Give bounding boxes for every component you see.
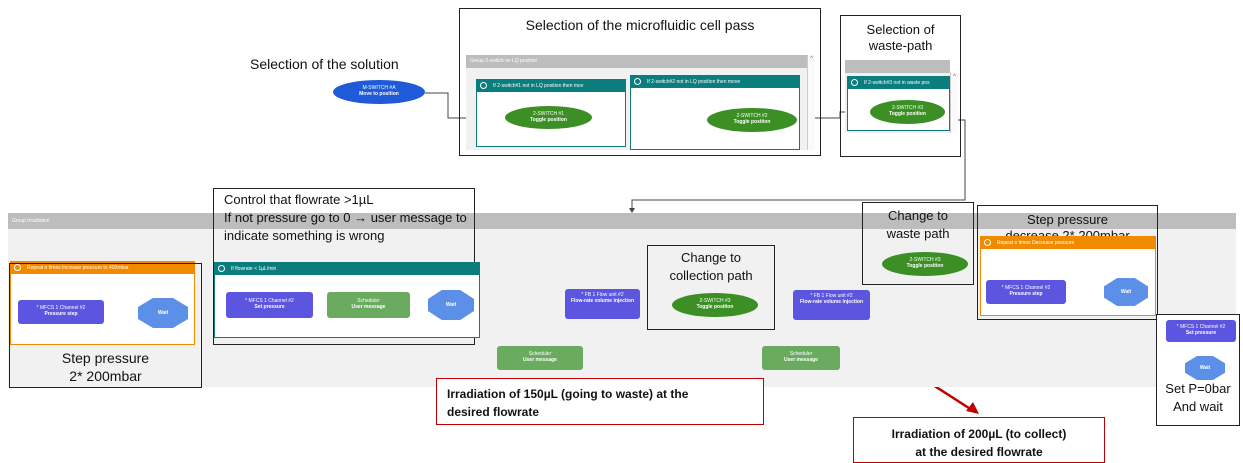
callout-waste-path: Selection of waste-path xyxy=(840,15,961,157)
mfcs-step2-title: * MFCS 1 Channel #2 xyxy=(1001,285,1051,291)
callout-irradiation-200: Irradiation of 200µL (to collect) at the… xyxy=(853,417,1105,463)
label-change-collection-1: Change to xyxy=(681,250,741,265)
scrollbar-waste[interactable]: ^ xyxy=(950,73,958,133)
label-change-waste-2: waste path xyxy=(886,226,950,241)
switch3-top-node-title: 2-SWITCH #3 xyxy=(891,105,924,111)
switch2-node[interactable]: 2-SWITCH #2 Toggle position xyxy=(707,108,797,132)
label-change-waste-1: Change to xyxy=(888,208,948,223)
scheduler2-action: User message xyxy=(523,357,557,363)
switch2-node-action: Toggle position xyxy=(733,119,771,125)
fb1-node[interactable]: * FB 1 Flow unit #2 Flow-rate volume inj… xyxy=(565,289,640,319)
switch3-right-title: 2-SWITCH #3 xyxy=(909,257,941,263)
switch3-top-node[interactable]: 2-SWITCH #3 Toggle position xyxy=(870,100,945,124)
switch1-node[interactable]: 2-SWITCH #1 Toggle position xyxy=(505,106,592,129)
label-flow-control-1: Control that flowrate >1µL xyxy=(224,192,374,207)
mswitch-node-action: Move to position xyxy=(359,91,399,97)
if-panel-switch3-header[interactable]: If 2-switch#3 not in waste pos xyxy=(848,77,949,89)
label-cell-pass: Selection of the microfluidic cell pass xyxy=(525,17,755,33)
mfcs-step1-action: Pressure step xyxy=(44,311,78,317)
label-selection-solution: Selection of the solution xyxy=(250,56,399,72)
scheduler3-title: Scheduler xyxy=(789,351,813,357)
fb1-title: * FB 1 Flow unit #2 xyxy=(581,292,624,298)
label-change-collection-2: collection path xyxy=(669,268,753,283)
callout-irradiation-150: Irradiation of 150µL (going to waste) at… xyxy=(436,378,764,425)
callout-step-pressure: Step pressure 2* 200mbar xyxy=(9,263,202,388)
wait4-node[interactable]: Wait xyxy=(1185,356,1225,380)
check-circle-icon xyxy=(851,79,858,86)
switch3-right-action: Toggle position xyxy=(906,263,944,269)
mfcs-set-node[interactable]: * MFCS 1 Channel #2 Set pressure xyxy=(226,292,313,318)
scheduler1-title: Scheduler xyxy=(357,298,380,304)
label-set-p-2: And wait xyxy=(1173,399,1223,414)
scheduler3-action: User message xyxy=(784,357,818,363)
wait2-label: Wait xyxy=(445,302,457,308)
switch2-node-title: 2-SWITCH #2 xyxy=(736,113,768,119)
wait3-label: Wait xyxy=(1120,289,1132,295)
callout-flow-control: Control that flowrate >1µL If not pressu… xyxy=(213,188,475,345)
callout-cell-pass: Selection of the microfluidic cell pass xyxy=(459,8,821,156)
check-circle-icon xyxy=(634,78,641,85)
label-flow-control-3: indicate something is wrong xyxy=(224,228,385,243)
fb2-action: Flow-rate volume injection xyxy=(799,299,864,305)
mfcs-set2-node[interactable]: * MFCS 1 Channel #2 Set pressure xyxy=(1166,320,1236,342)
wait3-node[interactable]: Wait xyxy=(1104,278,1148,306)
mfcs-step2-node[interactable]: * MFCS 1 Channel #2 Pressure step xyxy=(986,280,1066,304)
label-irradiation-200-1: Irradiation of 200µL (to collect) xyxy=(891,427,1067,441)
label-flow-control-2: If not pressure go to 0 → user message t… xyxy=(224,210,467,225)
scheduler3-node[interactable]: Scheduler User message xyxy=(762,346,840,370)
switch1-node-title: 2-SWITCH #1 xyxy=(532,111,565,117)
label-waste-path-1: Selection of xyxy=(866,22,935,37)
scheduler1-action: User message xyxy=(351,304,386,310)
wait1-label: Wait xyxy=(157,310,169,316)
fb2-node[interactable]: * FB 1 Flow unit #2 Flow-rate volume inj… xyxy=(793,290,870,320)
switch3-mid-action: Toggle position xyxy=(696,304,734,310)
mfcs-step2-action: Pressure step xyxy=(1009,291,1043,297)
label-step-pressure-2: 2* 200mbar xyxy=(69,368,142,384)
callout-change-collection: Change to collection path xyxy=(647,245,775,330)
check-circle-icon xyxy=(218,265,225,272)
mswitch-node-title: M-SWITCH #A xyxy=(362,85,396,91)
mfcs-set-action: Set pressure xyxy=(254,304,285,310)
callout-change-waste: Change to waste path xyxy=(862,202,974,285)
switch3-right-node[interactable]: 2-SWITCH #3 Toggle position xyxy=(882,252,968,276)
repeat-panel-decrease-header[interactable]: Repeat n times Decrease pressure xyxy=(981,237,1155,249)
scheduler2-node[interactable]: Scheduler User message xyxy=(497,346,583,370)
mfcs-set2-title: * MFCS 1 Channel #2 xyxy=(1176,324,1226,330)
mfcs-step1-node[interactable]: * MFCS 1 Channel #2 Pressure step xyxy=(18,300,104,324)
switch3-mid-title: 2-SWITCH #3 xyxy=(699,298,731,304)
label-irradiation-150-1: Irradiation of 150µL (going to waste) at… xyxy=(447,387,689,401)
repeat-panel-increase-header[interactable]: Repeat n times Increase pressure to 400m… xyxy=(11,262,194,274)
repeat-icon xyxy=(14,264,21,271)
label-irradiation-150-2: desired flowrate xyxy=(447,405,540,419)
mfcs-step1-title: * MFCS 1 Channel #2 xyxy=(36,305,86,311)
group-header-waste xyxy=(845,60,950,73)
wait2-node[interactable]: Wait xyxy=(428,290,474,320)
scheduler1-node[interactable]: Scheduler User message xyxy=(327,292,410,318)
mfcs-set2-action: Set pressure xyxy=(1185,330,1217,336)
switch3-mid-node[interactable]: 2-SWITCH #3 Toggle position xyxy=(672,293,758,317)
label-step-pressure-1: Step pressure xyxy=(61,350,150,366)
if-panel-switch1-header[interactable]: If 2-switch#1 not in LQ position then mo… xyxy=(477,80,625,92)
switch3-top-node-action: Toggle position xyxy=(889,111,926,117)
group-header-main[interactable]: Group Irradiation xyxy=(8,213,1236,229)
scrollbar-top-group[interactable]: ^ xyxy=(807,55,815,150)
label-waste-path-2: waste-path xyxy=(868,38,933,53)
fb2-title: * FB 1 Flow unit #2 xyxy=(810,293,853,299)
label-set-p-1: Set P=0bar xyxy=(1165,381,1231,396)
group-header-top[interactable]: Group 2-switch on LQ position xyxy=(466,55,807,68)
wait1-node[interactable]: Wait xyxy=(138,298,188,328)
scheduler2-title: Scheduler xyxy=(528,351,552,357)
repeat-icon xyxy=(984,239,991,246)
fb1-action: Flow-rate volume injection xyxy=(570,298,635,304)
wait4-label: Wait xyxy=(1199,365,1211,371)
label-step-decrease-1: Step pressure xyxy=(1027,212,1108,227)
if-panel-flowrate-header[interactable]: If flowrate < 1µL/min xyxy=(215,263,479,275)
label-irradiation-200-2: at the desired flowrate xyxy=(915,445,1043,459)
switch1-node-action: Toggle position xyxy=(530,117,567,123)
check-circle-icon xyxy=(480,82,487,89)
mswitch-node[interactable]: M-SWITCH #A Move to position xyxy=(333,80,425,104)
mfcs-set-title: * MFCS 1 Channel #2 xyxy=(245,298,294,304)
if-panel-switch2-header[interactable]: If 2-switch#2 not in LQ position then mo… xyxy=(631,76,799,88)
